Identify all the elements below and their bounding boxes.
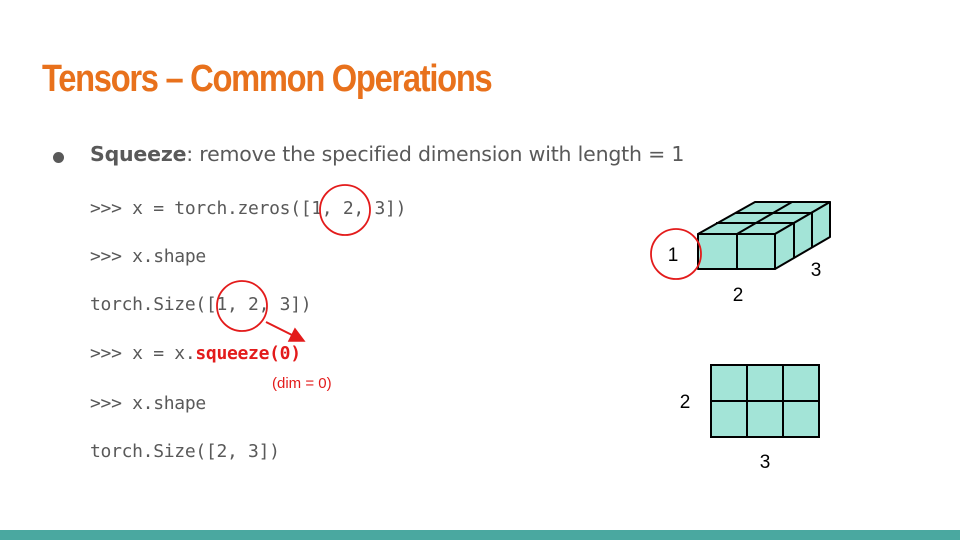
- bullet-description: : remove the specified dimension with le…: [186, 142, 685, 166]
- bullet-text: Squeeze: remove the specified dimension …: [90, 142, 684, 166]
- dim-label-2-front: 2: [733, 285, 744, 306]
- highlight-circle-zeros: [319, 184, 371, 236]
- dim-label-rows: 2: [680, 392, 691, 413]
- code-line-1: >>> x = torch.zeros([1, 2, 3]): [90, 198, 407, 219]
- tensor-2d-diagram: [710, 364, 820, 438]
- highlight-circle-dim1: [650, 228, 702, 280]
- code-line-4-prefix: >>> x = x.: [90, 343, 196, 364]
- dim-annotation: (dim = 0): [272, 375, 332, 392]
- highlight-circle-size: [216, 280, 268, 332]
- squeeze-arrow: [265, 321, 306, 342]
- code-line-5: >>> x.shape: [90, 393, 206, 414]
- code-line-3: torch.Size([1, 2, 3]): [90, 294, 312, 315]
- bottom-accent-bar: [0, 530, 960, 540]
- code-line-4: >>> x = x.squeeze(0): [90, 343, 301, 364]
- dim-label-cols: 3: [760, 452, 771, 473]
- bullet-icon: [53, 152, 64, 163]
- bullet-term: Squeeze: [90, 142, 187, 166]
- squeeze-call: squeeze(0): [195, 343, 301, 364]
- code-line-6: torch.Size([2, 3]): [90, 441, 280, 462]
- dim-label-1: 1: [668, 245, 679, 266]
- dim-label-3-depth: 3: [811, 260, 822, 281]
- slide-title: Tensors – Common Operations: [42, 58, 493, 100]
- code-line-2: >>> x.shape: [90, 246, 206, 267]
- tensor-3d-diagram: [697, 201, 831, 270]
